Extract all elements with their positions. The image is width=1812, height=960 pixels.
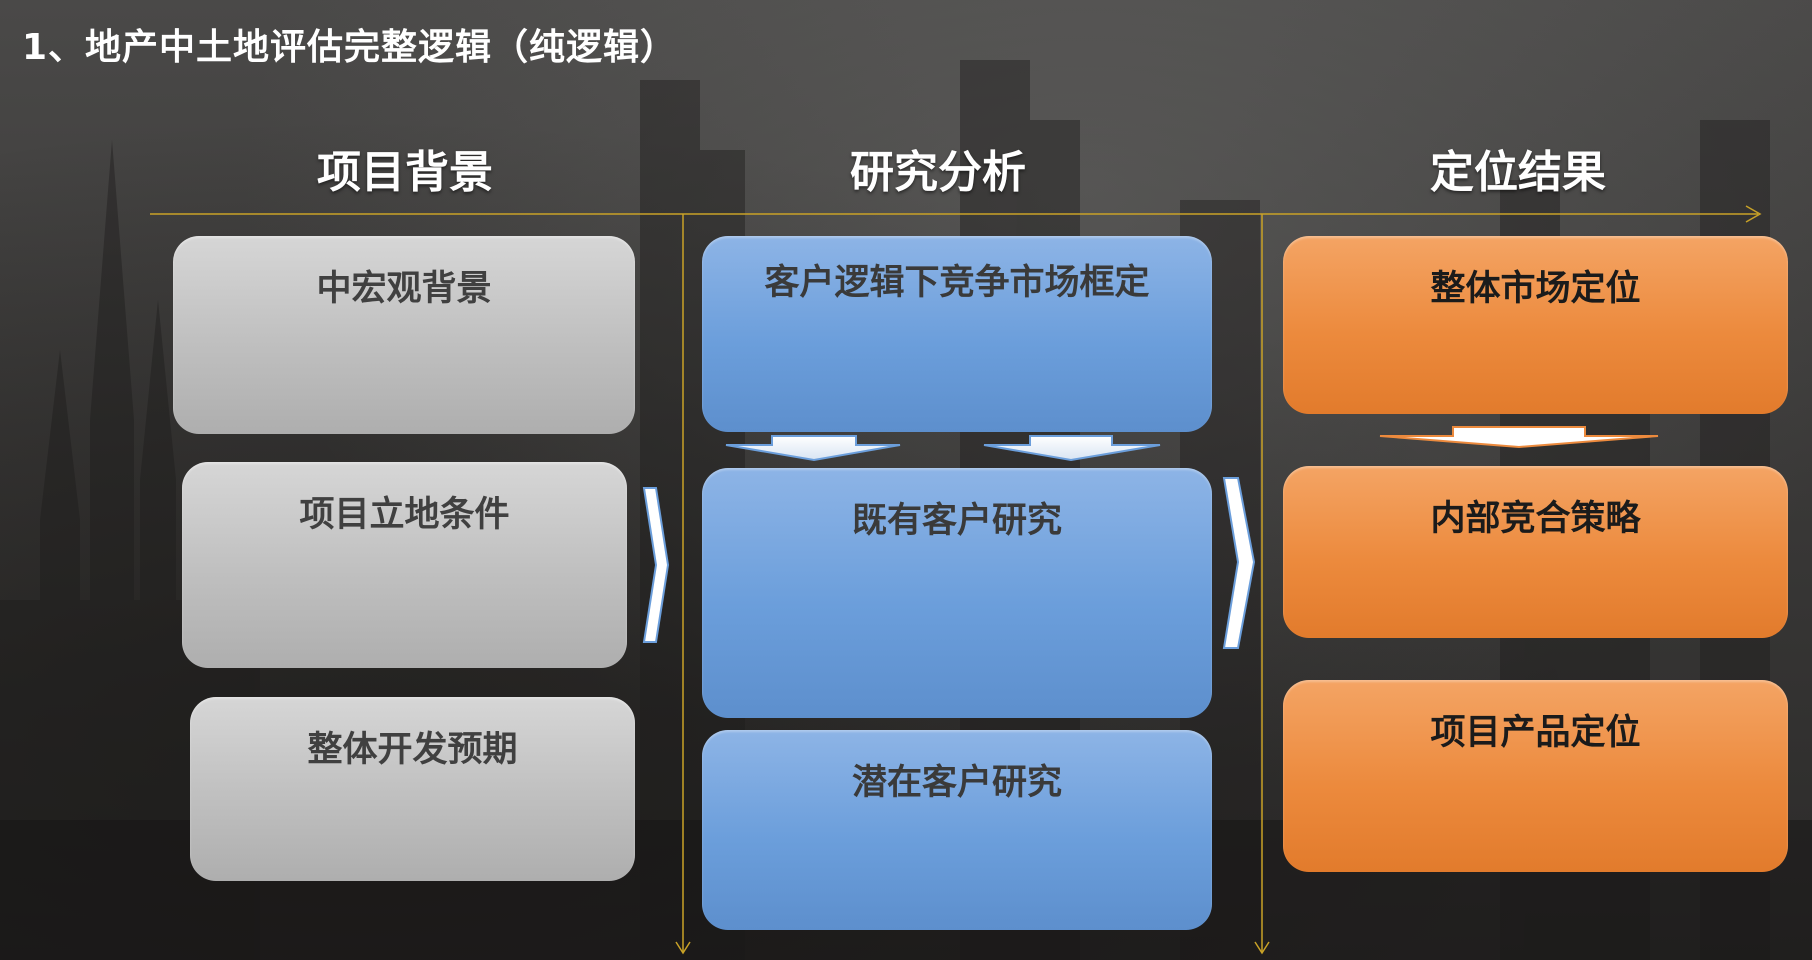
box-competitive-market: 客户逻辑下竞争市场框定 <box>702 236 1212 432</box>
box-product-positioning: 项目产品定位 <box>1283 680 1788 872</box>
box-development-expectation: 整体开发预期 <box>190 697 635 881</box>
column-divider-left-arrowhead <box>675 941 691 955</box>
slide-title: 1、地产中土地评估完整逻辑（纯逻辑） <box>22 27 678 68</box>
box-internal-strategy: 内部竞合策略 <box>1283 466 1788 638</box>
box-market-positioning: 整体市场定位 <box>1283 236 1788 414</box>
column-header-analysis: 研究分析 <box>850 147 1026 198</box>
box-existing-customers: 既有客户研究 <box>702 468 1212 718</box>
column-divider-right-arrowhead <box>1254 941 1270 955</box>
box-potential-customers: 潜在客户研究 <box>702 730 1212 930</box>
column-header-result: 定位结果 <box>1430 147 1606 198</box>
column-header-background: 项目背景 <box>317 147 493 198</box>
box-site-conditions: 项目立地条件 <box>182 462 627 668</box>
timeline-axis-arrowhead <box>1745 205 1762 223</box>
box-macro-background: 中宏观背景 <box>173 236 635 434</box>
